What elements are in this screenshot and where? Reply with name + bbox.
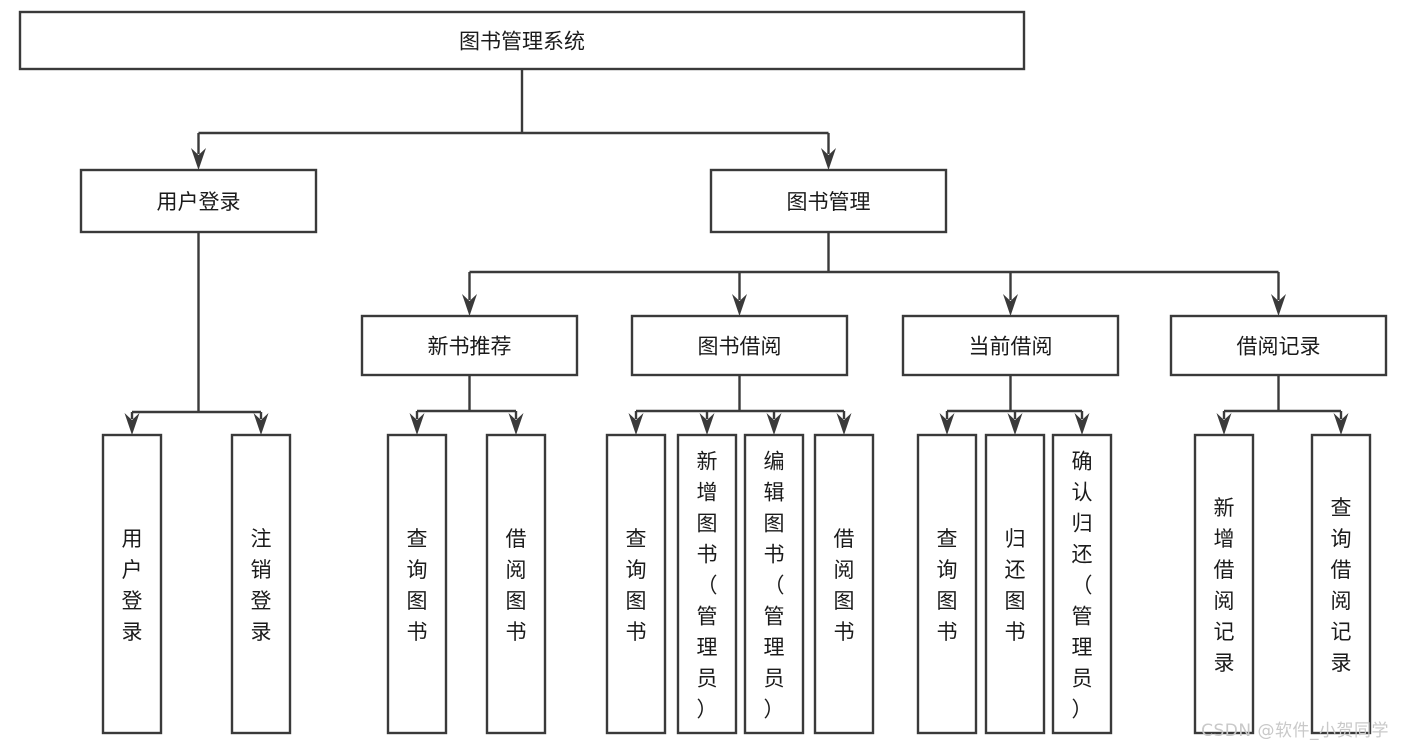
edges-layer [124,69,1349,435]
node-box[interactable] [1193,433,1255,735]
nodes-layer: 图书管理系统用户登录图书管理新书推荐图书借阅当前借阅借阅记录用户登录注销登录查询… [18,10,1388,735]
node-leaf-edit-book[interactable]: 编辑图书（管理员） [743,433,805,735]
node-leaf-borrow-book-1[interactable]: 借阅图书 [485,433,547,735]
node-box[interactable] [18,10,1026,71]
arrow-head-icon [939,413,955,435]
node-label: 借阅记录 [1237,335,1321,359]
node-box[interactable] [984,433,1046,735]
arrow-head-icon [836,413,852,435]
arrow-head-icon [253,413,269,435]
arrow-head-icon [191,148,206,170]
node-label: 编辑图书（管理员） [764,450,785,722]
node-label: 借阅图书 [834,527,855,644]
node-label: 新书推荐 [428,335,512,359]
node-new-book-rec[interactable]: 新书推荐 [360,314,579,377]
node-box[interactable] [743,433,805,735]
node-label: 图书管理系统 [459,30,585,54]
node-box[interactable] [709,168,948,234]
arrow-head-icon [508,413,524,435]
node-label: 新增借阅记录 [1214,496,1235,675]
node-label: 确认归还（管理员） [1072,450,1093,722]
node-label: 查询借阅记录 [1331,496,1352,675]
arrow-head-icon [1003,294,1018,316]
node-root[interactable]: 图书管理系统 [18,10,1026,71]
node-label: 图书借阅 [698,335,782,359]
node-leaf-query-record[interactable]: 查询借阅记录 [1310,433,1372,735]
node-box[interactable] [630,314,849,377]
arrow-head-icon [628,413,644,435]
node-box[interactable] [360,314,579,377]
node-leaf-user-logout[interactable]: 注销登录 [230,433,292,735]
node-box[interactable] [605,433,667,735]
node-label: 查询图书 [626,527,647,644]
node-leaf-query-book-3[interactable]: 查询图书 [916,433,978,735]
node-box[interactable] [485,433,547,735]
node-leaf-add-book[interactable]: 新增图书（管理员） [676,433,738,735]
node-box[interactable] [916,433,978,735]
node-box[interactable] [79,168,318,234]
node-box[interactable] [1051,433,1113,735]
node-box[interactable] [813,433,875,735]
node-box[interactable] [1310,433,1372,735]
node-label: 用户登录 [157,190,241,214]
arrow-head-icon [1007,413,1023,435]
node-leaf-query-book-1[interactable]: 查询图书 [386,433,448,735]
node-label: 查询图书 [407,527,428,644]
arrow-head-icon [699,413,715,435]
node-borrow-record[interactable]: 借阅记录 [1169,314,1388,377]
node-book-borrow[interactable]: 图书借阅 [630,314,849,377]
node-label: 当前借阅 [969,335,1053,359]
node-leaf-query-book-2[interactable]: 查询图书 [605,433,667,735]
node-leaf-return-book[interactable]: 归还图书 [984,433,1046,735]
node-leaf-confirm-return[interactable]: 确认归还（管理员） [1051,433,1113,735]
arrow-head-icon [409,413,425,435]
node-box[interactable] [101,433,163,735]
arrow-head-icon [124,413,140,435]
node-leaf-user-login[interactable]: 用户登录 [101,433,163,735]
node-label: 图书管理 [787,190,871,214]
node-box[interactable] [1169,314,1388,377]
node-current-borrow[interactable]: 当前借阅 [901,314,1120,377]
arrow-head-icon [1271,294,1286,316]
node-book-manage[interactable]: 图书管理 [709,168,948,234]
node-label: 查询图书 [937,527,958,644]
node-label: 用户登录 [122,527,143,644]
node-label: 新增图书（管理员） [697,450,718,722]
node-leaf-borrow-book-2[interactable]: 借阅图书 [813,433,875,735]
node-box[interactable] [230,433,292,735]
arrow-head-icon [1074,413,1090,435]
node-label: 注销登录 [251,527,272,644]
arrow-head-icon [1333,413,1349,435]
node-label: 借阅图书 [506,527,527,644]
node-label: 归还图书 [1005,527,1026,644]
node-leaf-add-record[interactable]: 新增借阅记录 [1193,433,1255,735]
arrow-head-icon [766,413,782,435]
arrow-head-icon [1216,413,1232,435]
node-box[interactable] [901,314,1120,377]
arrow-head-icon [821,148,836,170]
node-box[interactable] [676,433,738,735]
node-box[interactable] [386,433,448,735]
node-user-login[interactable]: 用户登录 [79,168,318,234]
arrow-head-icon [732,294,747,316]
arrow-head-icon [462,294,477,316]
